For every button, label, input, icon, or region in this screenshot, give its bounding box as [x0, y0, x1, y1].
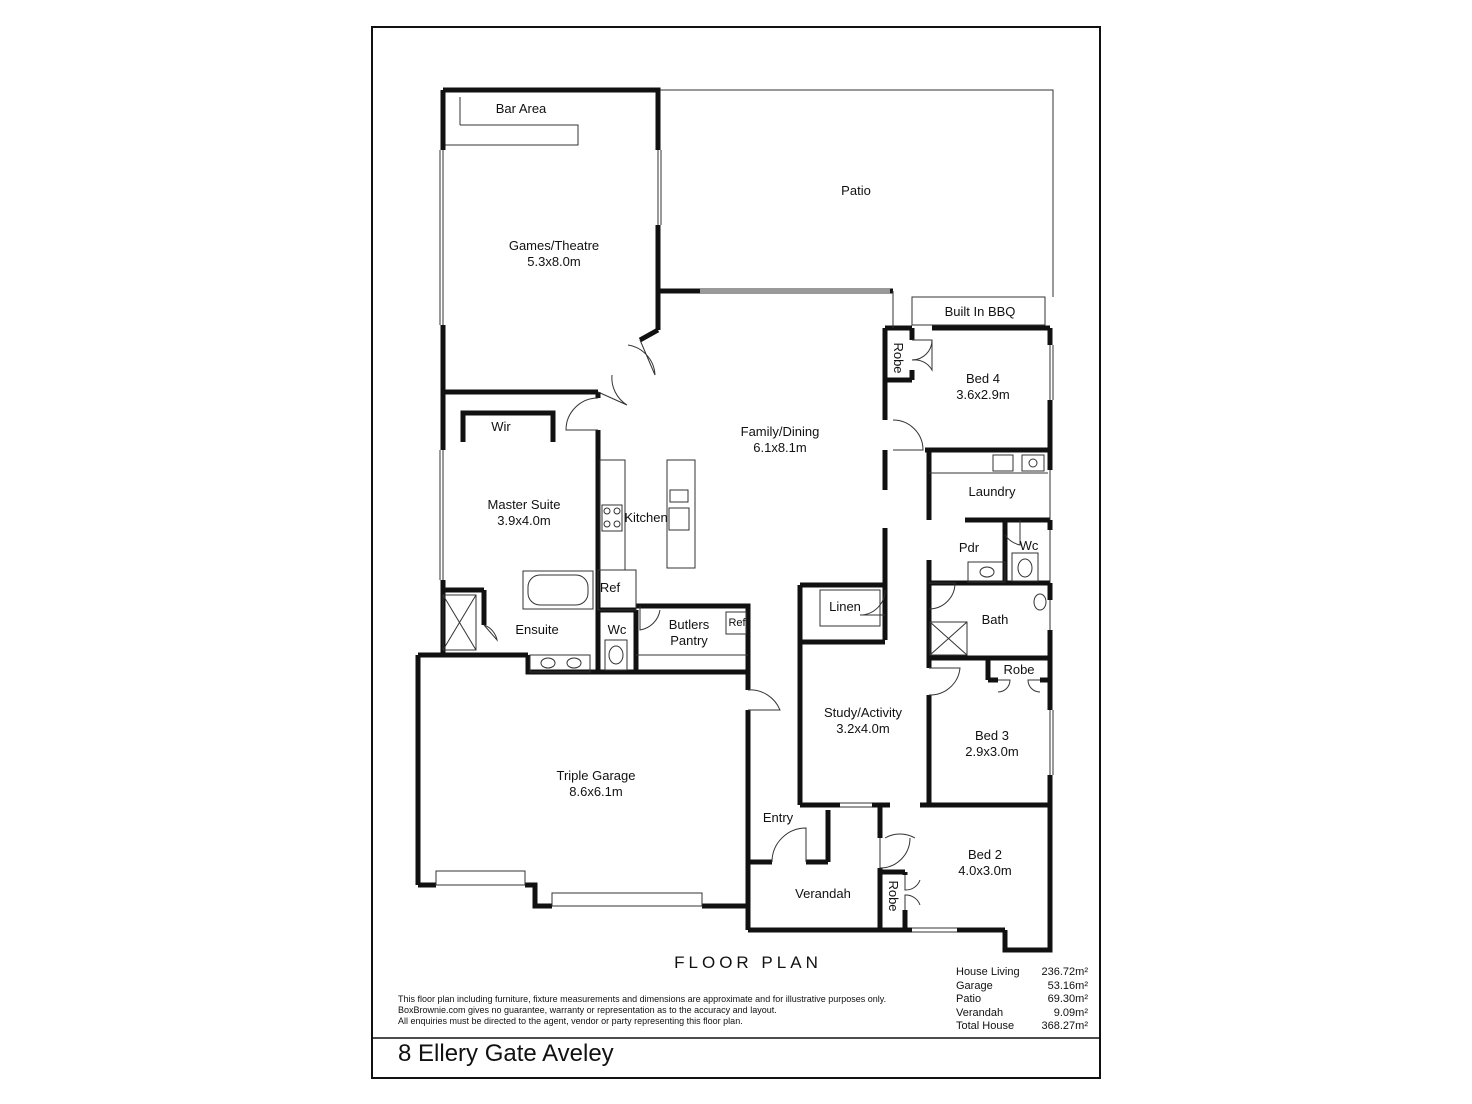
room-robe-bed3: Robe — [1003, 662, 1035, 677]
room-ref-kitchen: Ref — [599, 580, 621, 595]
room-ref-pantry: Ref — [728, 617, 746, 629]
patio-outline — [445, 89, 1054, 326]
property-address: 8 Ellery Gate Aveley — [398, 1040, 614, 1067]
plan-title: FLOOR PLAN — [674, 953, 822, 972]
disclaimer: This floor plan including furniture, fix… — [398, 994, 886, 1027]
room-entry: Entry — [762, 810, 794, 825]
room-bar-area: Bar Area — [495, 101, 547, 116]
room-linen: Linen — [829, 599, 861, 614]
room-laundry: Laundry — [968, 484, 1016, 499]
disclaimer-line: All enquiries must be directed to the ag… — [398, 1016, 743, 1026]
room-robe-bed4: Robe — [891, 342, 906, 374]
room-wc-laundry: Wc — [1019, 538, 1039, 553]
room-patio: Patio — [841, 183, 871, 198]
room-verandah: Verandah — [795, 886, 851, 901]
room-robe-bed2: Robe — [886, 880, 901, 912]
room-bath: Bath — [981, 612, 1009, 627]
room-built-in-bbq: Built In BBQ — [944, 304, 1016, 319]
room-wir: Wir — [491, 419, 511, 434]
page-frame — [371, 26, 1101, 1079]
room-ensuite: Ensuite — [515, 622, 559, 637]
disclaimer-line: This floor plan including furniture, fix… — [398, 994, 887, 1004]
fixtures — [435, 150, 1054, 933]
room-wc-ensuite: Wc — [607, 622, 627, 637]
room-pdr: Pdr — [958, 540, 980, 555]
disclaimer-line: BoxBrownie.com gives no guarantee, warra… — [398, 1005, 777, 1015]
room-kitchen: Kitchen — [624, 510, 668, 525]
